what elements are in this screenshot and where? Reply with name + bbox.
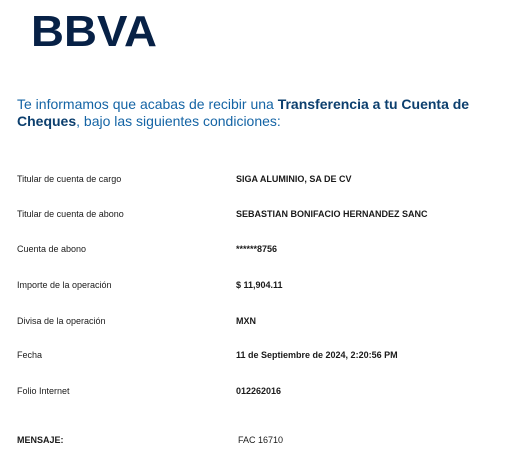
message-value: FAC 16710 bbox=[238, 435, 284, 445]
detail-value: 11 de Septiembre de 2024, 2:20:56 PM bbox=[236, 350, 398, 360]
detail-label: Fecha bbox=[17, 350, 43, 360]
detail-value: SEBASTIAN BONIFACIO HERNANDEZ SANC bbox=[236, 209, 428, 219]
detail-label: Cuenta de abono bbox=[17, 244, 87, 254]
logo-wordmark: BBVA bbox=[31, 12, 157, 50]
detail-row-date: Fecha 11 de Septiembre de 2024, 2:20:56 … bbox=[0, 348, 509, 364]
detail-value: $ 11,904.11 bbox=[236, 280, 283, 290]
bbva-logo-icon: BBVA bbox=[31, 12, 157, 50]
detail-label: Divisa de la operación bbox=[17, 316, 106, 326]
detail-value: ******8756 bbox=[236, 244, 278, 254]
detail-row-currency: Divisa de la operación MXN bbox=[0, 314, 509, 330]
intro-highlight: Transferencia a tu Cuenta de Cheques bbox=[17, 96, 470, 129]
detail-label: Importe de la operación bbox=[17, 280, 112, 290]
detail-label: Folio Internet bbox=[17, 386, 70, 396]
detail-row-abono-holder: Titular de cuenta de abono SEBASTIAN BON… bbox=[0, 207, 509, 223]
detail-row-folio: Folio Internet 012262016 bbox=[0, 384, 509, 400]
message-label: MENSAJE: bbox=[17, 435, 64, 445]
message-row: MENSAJE: FAC 16710 bbox=[0, 433, 509, 449]
intro-text-before: Te informamos que acabas de recibir una bbox=[17, 96, 278, 112]
detail-row-cargo: Titular de cuenta de cargo SIGA ALUMINIO… bbox=[0, 172, 509, 188]
detail-label: Titular de cuenta de cargo bbox=[17, 174, 122, 184]
bbva-logo: BBVA bbox=[31, 12, 157, 50]
detail-value: SIGA ALUMINIO, SA DE CV bbox=[236, 174, 352, 184]
detail-value: MXN bbox=[236, 316, 256, 326]
detail-value: 012262016 bbox=[236, 386, 282, 396]
detail-row-amount: Importe de la operación $ 11,904.11 bbox=[0, 278, 509, 294]
intro-paragraph: Te informamos que acabas de recibir una … bbox=[17, 96, 509, 130]
detail-row-account: Cuenta de abono ******8756 bbox=[0, 242, 509, 258]
intro-text-after: , bajo las siguientes condiciones: bbox=[76, 113, 281, 129]
detail-label: Titular de cuenta de abono bbox=[17, 209, 124, 219]
